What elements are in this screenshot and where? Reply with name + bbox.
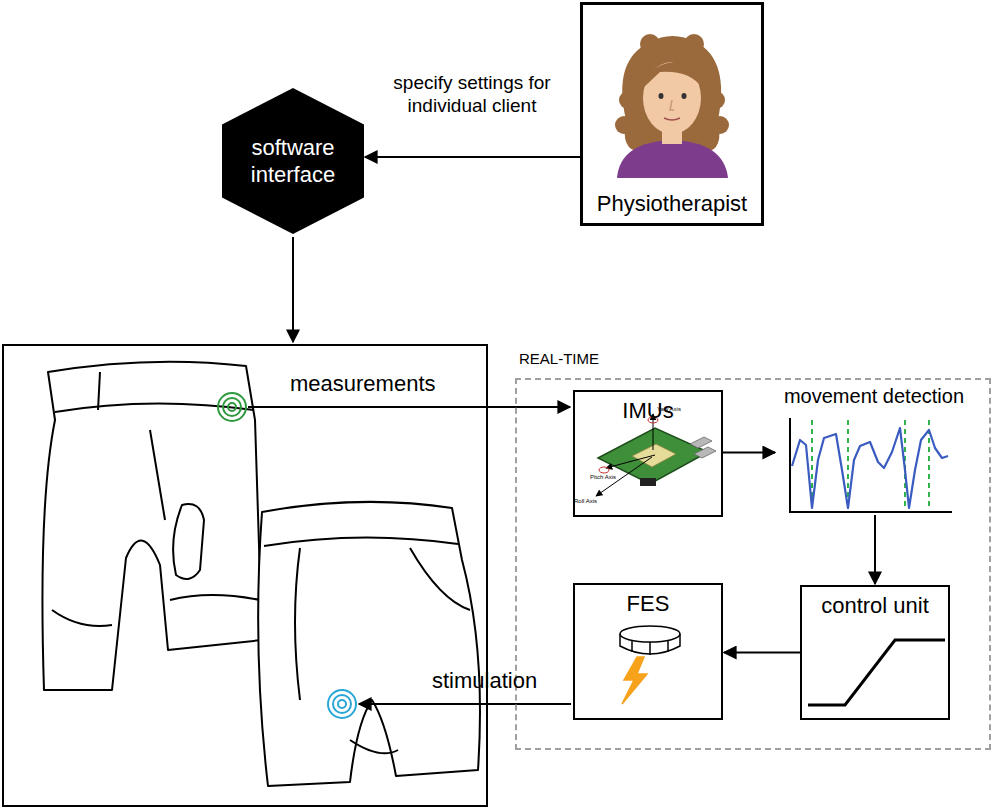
flow-label: stimulation (432, 668, 537, 694)
electrode-mark (328, 690, 356, 718)
process-box: FES (573, 583, 723, 720)
connector-arrow (874, 515, 876, 584)
axis-label: Roll Axis (574, 498, 597, 504)
chart-node: movement detection (776, 383, 972, 515)
person-box: Physiotherapist (580, 2, 764, 226)
ramp-graph (808, 640, 945, 705)
connector-arrow (365, 156, 580, 158)
node-text: FES (627, 585, 670, 617)
dashed-region: IMUsmovement detectioncontrol unitFESREA… (515, 378, 991, 750)
axis-label: Pitch Axis (590, 474, 616, 480)
garment-frame (3, 345, 487, 806)
flow-label: measurements (290, 371, 436, 397)
sensor-mark (218, 393, 246, 421)
edge-label: specify settings for individual client (368, 72, 576, 118)
axis-label: Yaw Axis (657, 406, 681, 412)
flow-arrow (359, 703, 571, 705)
imu-board (596, 414, 716, 496)
hexagon-node: software interface (222, 88, 364, 234)
connector-arrow (724, 652, 800, 654)
node-text: software interface (243, 134, 343, 189)
process-box: IMUs (573, 390, 723, 517)
shorts-back (258, 502, 480, 786)
process-box: control unit (800, 585, 950, 720)
node-text: control unit (821, 587, 929, 619)
electrode-band (620, 626, 680, 704)
flow-arrow (248, 406, 570, 408)
person-figure (615, 34, 729, 178)
node-text: Physiotherapist (597, 191, 747, 223)
flow-arrow (292, 237, 294, 342)
shorts-front (42, 362, 262, 690)
node-text: REAL-TIME (519, 350, 599, 367)
hexagon-shape (222, 88, 364, 234)
connector-arrow (723, 452, 775, 454)
signal-chart (790, 418, 952, 512)
node-text: movement detection (784, 383, 964, 408)
